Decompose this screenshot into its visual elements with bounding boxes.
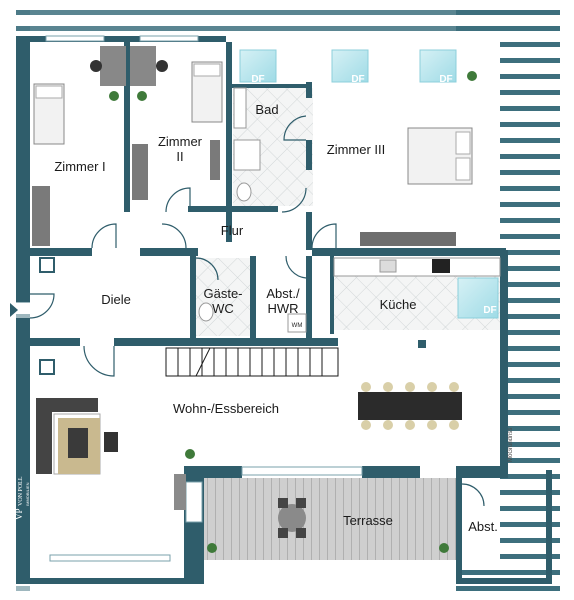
label-flur: Flur: [221, 223, 244, 238]
staircase: [165, 347, 339, 377]
label-kueche: Küche: [380, 297, 417, 312]
windows: [45, 35, 363, 562]
terrace-deck: [200, 478, 456, 560]
bathroom-fixtures: [233, 87, 261, 202]
brand-logo: VP VON POLL IMMOBILIEN: [14, 476, 30, 520]
label-diele: Diele: [101, 292, 131, 307]
svg-text:DF: DF: [351, 74, 364, 85]
sideboard-zimmer-3: [360, 232, 456, 246]
label-abst: Abst.: [468, 519, 498, 534]
skylight-1: DF: [239, 49, 277, 85]
wardrobe-zimmer-2: [132, 144, 148, 200]
kitchen-counter: [333, 257, 501, 277]
wardrobe-zimmer-2b: [210, 140, 220, 180]
plan-note: MöGrundriss: [508, 428, 514, 462]
terrace-table: [278, 498, 306, 538]
bed-zimmer-1: [33, 83, 65, 145]
bed-zimmer-2: [191, 61, 223, 123]
svg-text:DF: DF: [483, 305, 496, 316]
label-abst-hwr-line2: HWR: [267, 301, 298, 316]
label-zimmer-2-line2: II: [176, 149, 183, 164]
label-zimmer-1: Zimmer I: [54, 159, 105, 174]
label-abst-hwr-line1: Abst./: [266, 286, 300, 301]
entrance-arrow-icon: [10, 303, 18, 317]
guest-wc-floor: [196, 258, 254, 336]
dining-table: [358, 382, 462, 430]
label-bad: Bad: [255, 102, 278, 117]
svg-text:DF: DF: [439, 74, 452, 85]
wardrobe-zimmer-1: [32, 186, 50, 246]
label-zimmer-3: Zimmer III: [327, 142, 386, 157]
brand-name: VON POLL: [18, 476, 24, 506]
bed-zimmer-3: [407, 127, 473, 185]
label-gaeste-line2: WC: [212, 301, 234, 316]
skylight-3: DF: [419, 49, 457, 85]
doors: [29, 115, 485, 507]
fridge: [174, 474, 186, 510]
brand-monogram: VP: [14, 508, 24, 520]
armchair: [104, 432, 118, 452]
washing-machine: [287, 313, 307, 333]
label-gaeste-line1: Gäste-: [203, 286, 242, 301]
label-zimmer-2-line1: Zimmer: [158, 134, 203, 149]
desks: [90, 46, 168, 86]
label-terrasse: Terrasse: [343, 513, 393, 528]
svg-text:DF: DF: [251, 74, 264, 85]
skylight-4: DF: [457, 277, 499, 319]
guest-toilet: [198, 302, 214, 322]
plant-icons: [109, 71, 477, 553]
brand-sub: IMMOBILIEN: [25, 482, 30, 506]
skylight-2: DF: [331, 49, 369, 85]
label-wohn-essbereich: Wohn-/Essbereich: [173, 401, 279, 416]
coffee-table: [68, 428, 88, 458]
washing-machine-label: WM: [292, 323, 303, 329]
